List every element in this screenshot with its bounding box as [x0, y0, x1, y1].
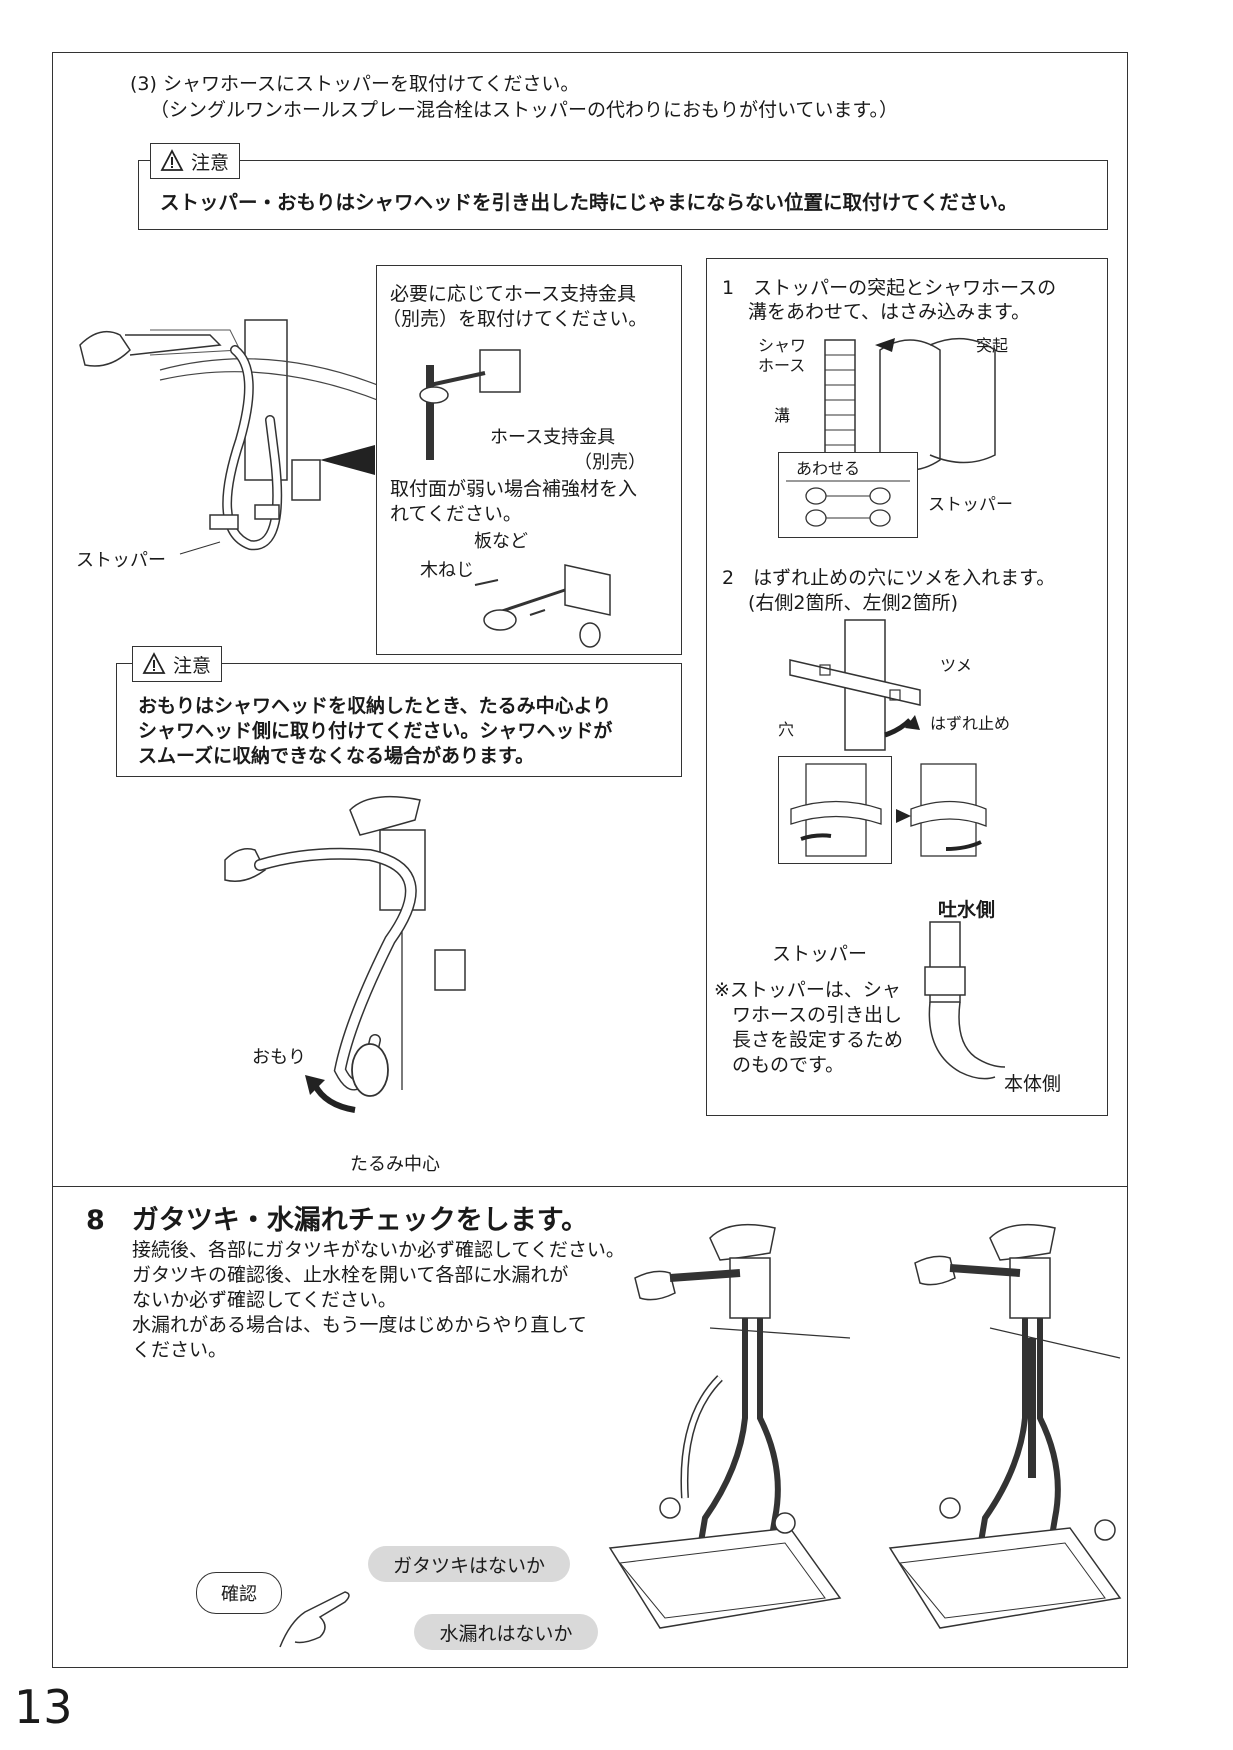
section-divider: [52, 1186, 1128, 1187]
pointing-hand-icon: [279, 1591, 350, 1648]
faucet-stopper-illustration: [79, 319, 391, 551]
groove-label: 溝: [774, 406, 791, 425]
stopper-note-3: 長さを設定するため: [732, 1029, 904, 1051]
align-label: あわせる: [796, 459, 861, 478]
faucet-check-illustration-1: [608, 1223, 851, 1629]
support-note-1: 取付面が弱い場合補強材を入: [390, 478, 638, 500]
claw-detail-illustration: [790, 763, 987, 857]
faucet-weight-illustration: [224, 795, 466, 1113]
section8-line3: ないか必ず確認してください。: [132, 1289, 397, 1311]
bracket-label-2: （別売）: [574, 452, 646, 473]
body-side-label: 本体側: [1004, 1073, 1062, 1095]
stopper-note-2: ワホースの引き出し: [732, 1004, 903, 1026]
caution-label-text-2: 注意: [173, 654, 212, 677]
section3-line1: (3) シャワホースにストッパーを取付けてください。: [130, 73, 580, 95]
check-leak-pill: 水漏れはないか: [414, 1614, 598, 1650]
section8-heading: 8 ガタツキ・水漏れチェックをします。: [86, 1205, 589, 1236]
shower-hose-label-1: シャワ: [758, 336, 807, 355]
screw-label: 木ねじ: [420, 560, 474, 581]
section8-line1: 接続後、各部にガタツキがないか必ず確認してください。: [132, 1239, 625, 1261]
faucet-check-illustration-2: [888, 1223, 1122, 1629]
protrusion-label: 突起: [976, 336, 1009, 355]
section8-line5: ください。: [132, 1339, 228, 1361]
caution-label-2: 注意: [132, 646, 223, 682]
claw-label: ツメ: [940, 656, 973, 675]
stopper-position-illustration: [924, 921, 1006, 1080]
caution2-line3: スムーズに収納できなくなる場合があります。: [138, 745, 535, 767]
caution2-line2: シャワヘッド側に取り付けてください。シャワヘッドが: [138, 720, 613, 742]
support-line1: 必要に応じてホース支持金具: [390, 283, 637, 305]
caution1-text: ストッパー・おもりはシャワヘッドを引き出した時にじゃまにならない位置に取付けてく…: [160, 191, 1018, 214]
confirm-badge: 確認: [196, 1572, 282, 1614]
caution2-line1: おもりはシャワヘッドを収納したとき、たるみ中心より: [138, 695, 612, 717]
step2-line1: 2 はずれ止めの穴にツメを入れます。: [722, 567, 1056, 589]
align-detail-box: [778, 452, 918, 538]
leader-line: [179, 541, 221, 555]
page-frame: [52, 52, 1128, 1668]
stopper-label-right: ストッパー: [928, 495, 1013, 515]
page-number: 13: [14, 1680, 73, 1734]
align-detail-illustration: [786, 480, 910, 527]
step1-line1: 1 ストッパーの突起とシャワホースの: [722, 277, 1057, 299]
section8-line2: ガタツキの確認後、止水栓を開いて各部に水漏れが: [132, 1264, 569, 1286]
claw-insert-illustration: [789, 619, 921, 751]
section8-line4: 水漏れがある場合は、もう一度はじめからやり直して: [132, 1314, 587, 1336]
outlet-side-label: 吐水側: [938, 899, 996, 921]
bracket-label-1: ホース支持金具: [490, 427, 616, 448]
check-rattle-pill: ガタツキはないか: [368, 1546, 570, 1582]
slack-center-label: たるみ中心: [350, 1154, 440, 1175]
stopper-callout-left: ストッパー: [76, 550, 166, 571]
warning-icon: [160, 149, 184, 171]
shower-hose-label-2: ホース: [758, 356, 806, 375]
catch-label: はずれ止め: [930, 714, 1011, 733]
hole-label: 穴: [778, 720, 795, 739]
stopper-note-1: ※ストッパーは、シャ: [714, 979, 901, 1001]
section3-line2: （シングルワンホールスプレー混合栓はストッパーの代わりにおもりが付いています。）: [150, 99, 899, 121]
screw-plate-illustration: [474, 564, 611, 648]
caution-box-1: [138, 160, 1108, 230]
warning-icon: [142, 652, 166, 674]
weight-label: おもり: [252, 1047, 306, 1068]
step2-line2: (右側2箇所、左側2箇所): [748, 592, 959, 614]
caution-box-2: [116, 663, 682, 777]
caution-label-1: 注意: [150, 143, 241, 179]
support-line2: （別売）を取付けてください。: [382, 308, 648, 330]
hose-bracket-illustration: [419, 349, 521, 460]
caution-label-text-1: 注意: [191, 151, 230, 174]
step1-line2: 溝をあわせて、はさみ込みます。: [748, 301, 1031, 323]
stopper-label-right-2: ストッパー: [772, 943, 868, 965]
stopper-note-4: のものです。: [732, 1054, 845, 1076]
plate-label: 板など: [474, 531, 528, 552]
support-note-2: れてください。: [390, 503, 522, 525]
